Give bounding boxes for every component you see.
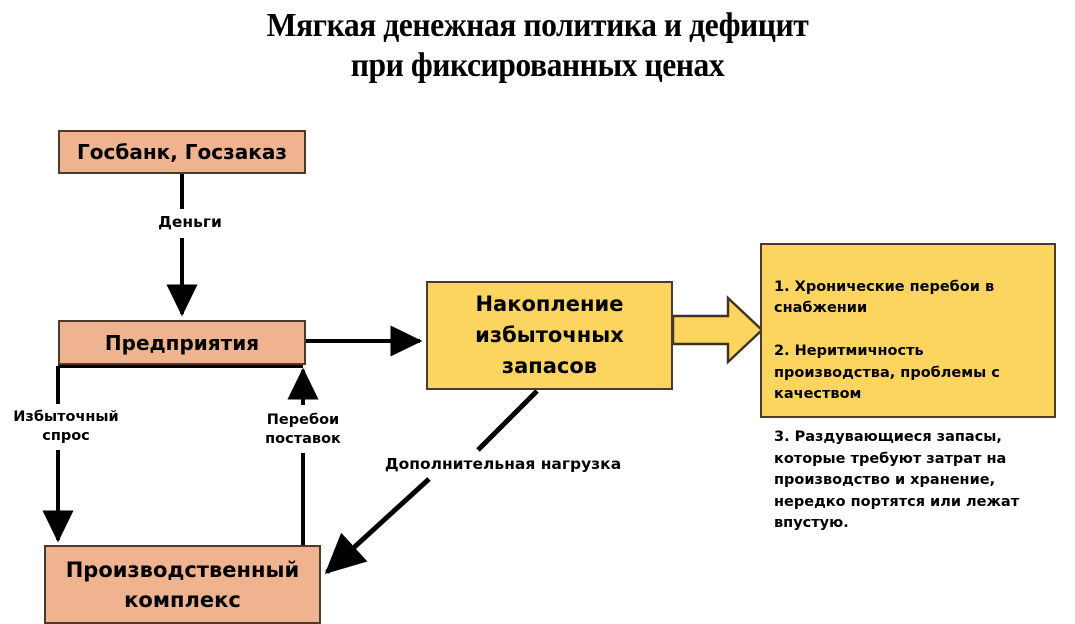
edge-label-supply-disruptions: Перебои поставок	[265, 412, 341, 447]
edge-label-excess-demand: Избыточный спрос	[13, 409, 119, 444]
consequence-item: 1. Хронические перебои в снабжении	[774, 278, 995, 317]
node-consequences[interactable]: 1. Хронические перебои в снабжении 2. Не…	[760, 243, 1056, 531]
consequence-item: 3. Раздувающиеся запасы, которые требуют…	[774, 429, 1020, 531]
block-arrow-stock-to-consequences	[671, 295, 764, 365]
consequence-item: 2. Неритмичность производства, проблемы …	[774, 343, 1000, 402]
edge-extra-load-upper	[476, 389, 539, 452]
node-enterprises[interactable]: Предприятия	[58, 320, 306, 365]
edge-label-money: Деньги	[158, 213, 222, 231]
page-title: Мягкая денежная политика и дефицит при ф…	[266, 7, 809, 84]
edge-extra-load-lower	[324, 477, 431, 575]
node-stock-accumulation[interactable]: Накопление избыточных запасов	[426, 281, 673, 390]
node-gosbank[interactable]: Госбанк, Госзаказ	[58, 130, 306, 174]
node-production-complex[interactable]: Производственный комплекс	[44, 545, 321, 624]
edge-label-extra-load: Дополнительная нагрузка	[384, 455, 622, 473]
